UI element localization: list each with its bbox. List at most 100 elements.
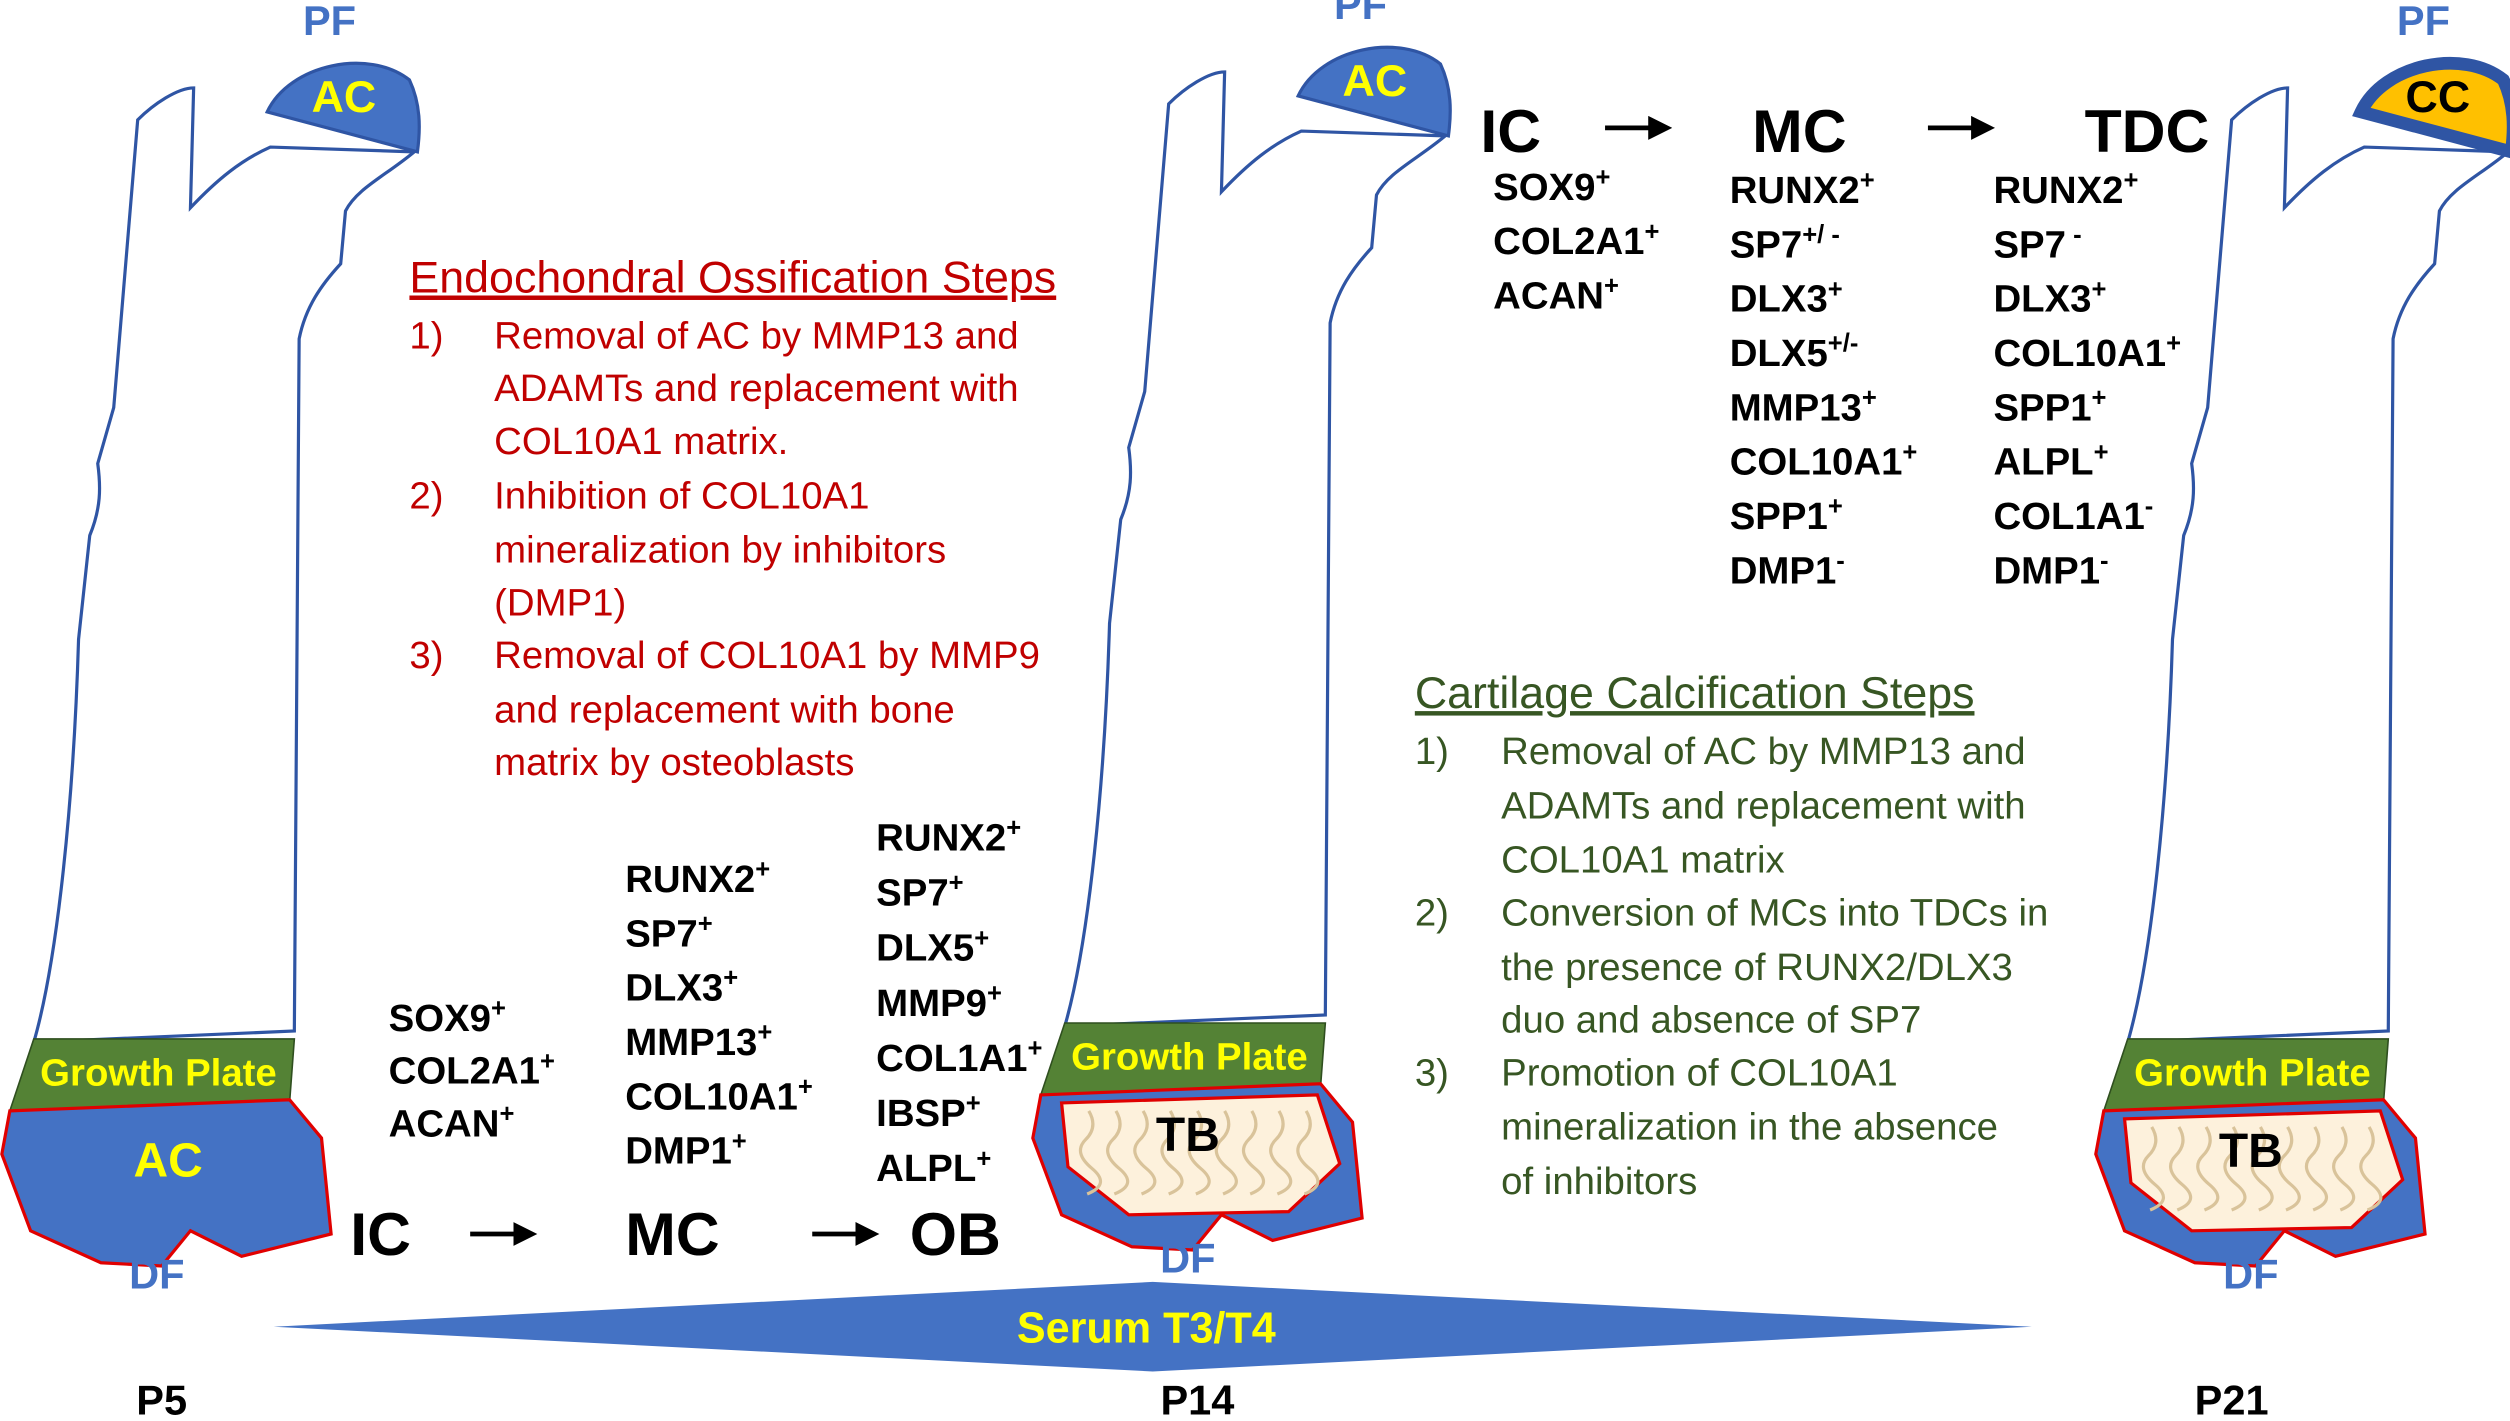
expression-sign: +	[987, 979, 1002, 1007]
marker-mmp13: MMP13+	[1730, 384, 1877, 429]
expression-sign: +	[757, 1019, 772, 1047]
step-number: 1)	[1415, 730, 1449, 773]
gene-name: ACAN	[389, 1102, 500, 1145]
step-text-line: mineralization in the absence	[1501, 1106, 1998, 1149]
expression-sign: +	[966, 1090, 981, 1118]
expression-sign: +	[1604, 272, 1619, 300]
step-number: 1)	[409, 314, 443, 357]
gene-name: DMP1	[1993, 549, 2100, 592]
gene-name: SP7	[1993, 223, 2066, 266]
marker-dmp1: DMP1-	[1730, 547, 1845, 592]
marker-spp1: SPP1+	[1730, 493, 1843, 538]
marker-col10a1: COL10A1+	[1993, 330, 2181, 375]
marker-sp7: SP7 -	[1993, 221, 2081, 266]
gene-name: DMP1	[1730, 549, 1837, 592]
calcification-steps: Cartilage Calcification Steps 1)Removal …	[1415, 668, 2048, 1203]
marker-sp7: SP7+	[876, 869, 963, 914]
gene-name: COL2A1	[1493, 220, 1644, 263]
marker-dlx3: DLX3+	[1730, 275, 1843, 320]
gene-name: ALPL	[876, 1147, 976, 1190]
gene-name: COL1A1	[1993, 495, 2144, 538]
expression-sign: +	[1006, 814, 1021, 842]
tb-label: TB	[2219, 1125, 2283, 1178]
cell-tdc: TDC	[2085, 97, 2210, 165]
marker-sp7: SP7+	[625, 910, 712, 955]
articular-cartilage-region	[0, 1098, 333, 1268]
expression-sign: +	[2092, 275, 2107, 303]
gene-name: SP7	[625, 912, 698, 955]
gene-name: SPP1	[1993, 386, 2091, 429]
gene-name: DLX3	[625, 967, 723, 1010]
gene-name: COL2A1	[389, 1050, 540, 1093]
expression-sign: +	[974, 924, 989, 952]
expression-sign: +	[1828, 275, 1843, 303]
bone-shaft-outline	[1062, 70, 1450, 1028]
trabecula-mark	[1078, 1110, 1102, 1196]
marker-mmp13: MMP13+	[625, 1019, 772, 1064]
expression-sign: +	[755, 856, 770, 884]
trabecula-mark	[2169, 1126, 2193, 1212]
expression-sign: -	[2145, 493, 2154, 521]
marker-col10a1: COL10A1+	[1730, 438, 1918, 483]
step-number: 2)	[1415, 891, 1449, 934]
expression-sign: +	[976, 1145, 991, 1173]
expression-sign: +	[2094, 438, 2109, 466]
trabecula-mark	[1133, 1110, 1157, 1196]
marker-col10a1: COL10A1+	[625, 1073, 813, 1118]
expression-sign: +	[1028, 1035, 1043, 1063]
expression-sign: +/ -	[1802, 221, 1840, 249]
calcification-title: Cartilage Calcification Steps	[1415, 668, 1975, 718]
ossification-cell-pathway: IC MC OB SOX9+COL2A1+ACAN+RUNX2+SP7+DLX3…	[350, 814, 1042, 1268]
step-text-line: Inhibition of COL10A1	[494, 474, 869, 517]
trabecular-bone	[2122, 1109, 2405, 1233]
marker-mmp9: MMP9+	[876, 979, 1002, 1024]
stage-label-p21: P21	[2195, 1377, 2269, 1421]
expression-sign: +	[698, 910, 713, 938]
marker-col1a1: COL1A1+	[876, 1035, 1042, 1080]
marker-dlx5: DLX5+	[876, 924, 989, 969]
expression-sign: +	[1596, 163, 1611, 191]
trabecula-mark	[2223, 1126, 2247, 1212]
proximal-femur-label: PF	[2397, 0, 2450, 44]
expression-sign: +	[1902, 438, 1917, 466]
expression-sign: -	[2066, 221, 2082, 249]
expression-sign: -	[1836, 547, 1845, 575]
ac-label: AC	[312, 72, 377, 122]
step-text-line: Removal of COL10A1 by MMP9	[494, 634, 1040, 677]
expression-sign: +	[2166, 330, 2181, 358]
expression-sign: +	[1645, 218, 1660, 246]
trabecula-mark	[2304, 1126, 2328, 1212]
serum-label: Serum T3/T4	[1017, 1305, 1276, 1353]
expression-sign: +	[1828, 493, 1843, 521]
ac-label: AC	[1343, 56, 1408, 106]
step-text-line: Removal of AC by MMP13 and	[494, 314, 1018, 357]
trabecula-mark	[1187, 1110, 1211, 1196]
expression-sign: -	[2100, 547, 2109, 575]
stage-label-p14: P14	[1160, 1377, 1234, 1421]
trabecula-mark	[1160, 1110, 1184, 1196]
cell-mc: MC	[1752, 97, 1846, 165]
marker-dmp1: DMP1-	[1993, 547, 2108, 592]
step-text-line: duo and absence of SP7	[1501, 999, 1921, 1042]
marker-ibsp: IBSP+	[876, 1090, 980, 1135]
marker-dlx3: DLX3+	[1993, 275, 2106, 320]
trabecula-mark	[2332, 1126, 2356, 1212]
step-text-line: COL10A1 matrix	[1501, 839, 1785, 882]
marker-runx2: RUNX2+	[1993, 167, 2138, 212]
gene-name: ACAN	[1493, 274, 1604, 317]
gene-name: COL10A1	[1730, 441, 1903, 484]
marker-alpl: ALPL+	[876, 1145, 991, 1190]
gene-name: RUNX2	[876, 816, 1006, 859]
articular-cartilage-cap	[1295, 45, 1452, 138]
gene-name: RUNX2	[1993, 169, 2123, 212]
expression-sign: +	[949, 869, 964, 897]
expression-sign: +/-	[1828, 330, 1859, 358]
distal-femur-label: DF	[1160, 1234, 1215, 1281]
stage-label-p5: P5	[136, 1377, 187, 1421]
step-text-line: mineralization by inhibitors	[494, 529, 946, 572]
bone-shaft-outline	[2125, 86, 2510, 1044]
gene-name: COL10A1	[625, 1075, 798, 1118]
